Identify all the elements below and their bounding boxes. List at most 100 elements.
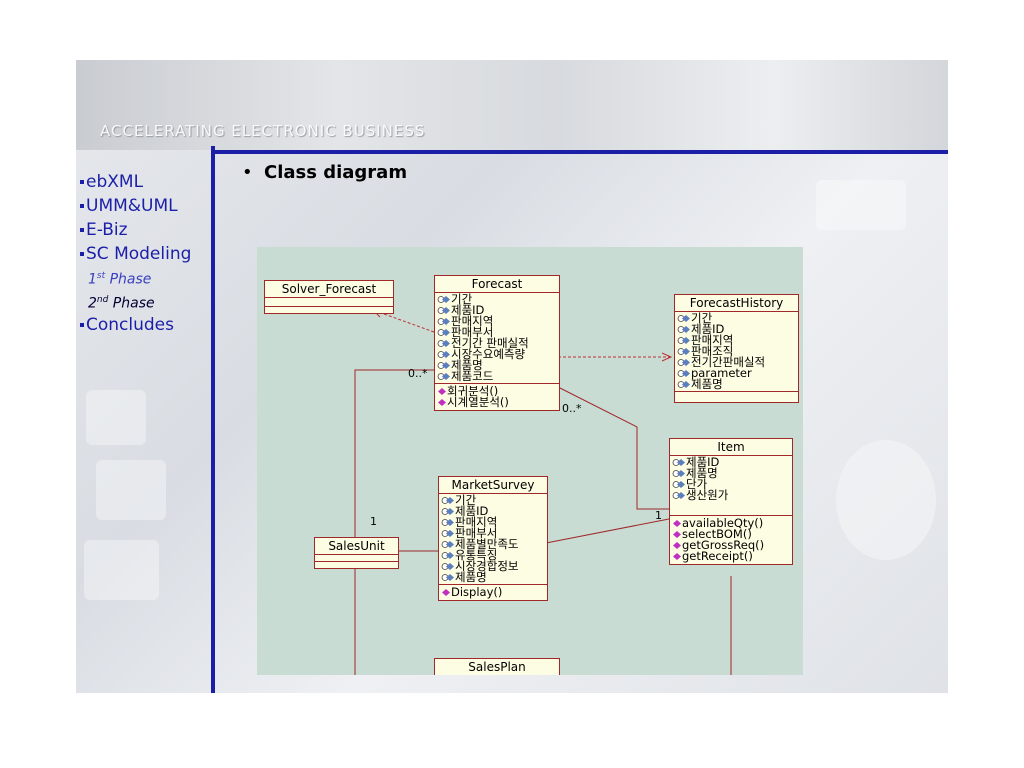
class-attribute-label: 생산원가: [686, 488, 729, 502]
class-attribute-label: parameter: [691, 366, 752, 380]
attribute-icon: [437, 318, 450, 325]
class-operation-label: getReceipt(): [682, 549, 753, 563]
class-attribute-label: 단가: [686, 477, 708, 491]
class-attribute-label: 유통특징: [455, 548, 498, 562]
attribute-icon: [677, 381, 690, 388]
mouse-decor: [836, 440, 936, 560]
class-attribute: 판매조직: [677, 344, 796, 358]
horizontal-rule: [212, 150, 948, 154]
side-nav: ebXML UMM&UML E-Biz SC Modeling 1st Phas…: [80, 170, 210, 337]
nav-sub-phase-2[interactable]: 2nd Phase: [88, 294, 155, 312]
keyboard-key-decor: [86, 390, 146, 445]
class-attribute-label: 제품코드: [451, 369, 494, 383]
class-attribute: 기간: [441, 493, 545, 507]
class-attribute-label: 시장수요예측량: [451, 347, 526, 361]
nav-item-ebxml[interactable]: ebXML: [80, 170, 210, 194]
class-name: SalesPlan: [435, 659, 559, 675]
class-attribute-label: 제품ID: [455, 504, 489, 518]
attribute-icon: [437, 340, 450, 347]
class-ops-empty: [675, 392, 798, 402]
slide: ACCELERATING ELECTRONIC BUSINESS ebXML U…: [76, 60, 948, 693]
multiplicity-label: 0..*: [562, 402, 582, 415]
association-forecast-item: [557, 386, 669, 510]
attribute-icon: [677, 315, 690, 322]
attribute-icon: [441, 497, 454, 504]
attribute-icon: [437, 373, 450, 380]
nav-item-concludes[interactable]: Concludes: [80, 313, 210, 337]
class-attribute: 전기간판매실적: [677, 356, 796, 368]
nav-item-sc-modeling[interactable]: SC Modeling: [80, 242, 210, 266]
class-attribute-label: 제품ID: [686, 455, 720, 469]
attribute-icon: [441, 574, 454, 581]
class-attribute: 제품ID: [677, 323, 796, 335]
class-name: SalesUnit: [315, 538, 398, 555]
operation-icon: [673, 520, 681, 527]
class-name: MarketSurvey: [439, 477, 547, 494]
class-operations: availableQty()selectBOM()getGrossReq()ge…: [670, 516, 792, 564]
class-attribute: 판매부서: [437, 326, 557, 338]
class-attribute-label: 기간: [691, 311, 713, 325]
class-attribute-label: 제품명: [451, 358, 483, 372]
class-attribute: 단가: [672, 477, 790, 491]
class-attribute: 판매지역: [677, 333, 796, 347]
attribute-icon: [441, 541, 454, 548]
operation-icon: [442, 589, 450, 596]
class-attribute-label: 제품별만족도: [455, 537, 519, 551]
class-operation: 회귀분석(): [437, 384, 557, 398]
nav-item-ebiz[interactable]: E-Biz: [80, 218, 210, 242]
class-attribute-label: 기간: [455, 493, 477, 507]
class-attribute: 전기간 판매실적: [437, 336, 557, 350]
class-attribute: parameter: [677, 366, 796, 380]
class-sales-plan[interactable]: SalesPlan: [434, 658, 560, 675]
multiplicity-label: 1: [370, 515, 377, 528]
class-attribute: 제품명: [677, 377, 796, 391]
association-lines: [354, 308, 732, 675]
attribute-icon: [437, 329, 450, 336]
attribute-icon: [672, 481, 685, 488]
class-attribute: 제품명: [437, 358, 557, 372]
class-attribute: 제품명: [441, 571, 545, 583]
class-attribute-label: 제품명: [691, 377, 723, 391]
class-solver-forecast[interactable]: Solver_Forecast: [264, 280, 394, 314]
class-attrs-empty: [315, 555, 398, 562]
slide-heading: •Class diagram: [242, 162, 408, 183]
attribute-icon: [672, 470, 685, 477]
class-attribute: 기간: [437, 293, 557, 305]
class-operation-label: selectBOM(): [682, 527, 752, 541]
attribute-icon: [441, 563, 454, 570]
class-attribute-label: 판매지역: [451, 314, 494, 328]
operation-icon: [438, 399, 446, 406]
class-attribute-label: 시장경합정보: [455, 559, 519, 573]
multiplicity-label: 0..*: [408, 367, 428, 380]
attribute-icon: [677, 370, 690, 377]
class-sales-unit[interactable]: SalesUnit: [314, 537, 399, 569]
nav-sub-phase-1[interactable]: 1st Phase: [88, 271, 152, 288]
class-attribute-label: 전기간 판매실적: [451, 336, 529, 350]
class-attribute-label: 판매지역: [691, 333, 734, 347]
class-operations: Display(): [439, 585, 547, 600]
class-ops-empty: [265, 307, 393, 313]
class-attribute: 판매지역: [441, 515, 545, 529]
association-forecast-salesunit: [354, 369, 434, 675]
class-operation: selectBOM(): [672, 527, 790, 541]
class-attribute: 제품별만족도: [441, 537, 545, 551]
class-attribute: 제품ID: [441, 504, 545, 518]
operation-icon: [673, 542, 681, 549]
class-operation-label: 시계열분석(): [447, 395, 509, 409]
class-attribute-label: 판매조직: [691, 344, 734, 358]
class-attribute: 시장수요예측량: [437, 347, 557, 361]
class-attribute: 생산원가: [672, 488, 790, 502]
bullet-square-icon: [80, 180, 84, 184]
operation-icon: [673, 531, 681, 538]
nav-item-umm-uml[interactable]: UMM&UML: [80, 194, 210, 218]
class-attribute-label: 판매지역: [455, 515, 498, 529]
class-name: Item: [670, 439, 792, 456]
class-attribute-label: 제품ID: [451, 303, 485, 317]
class-operation-label: 회귀분석(): [447, 384, 499, 398]
banner: ACCELERATING ELECTRONIC BUSINESS: [76, 60, 948, 150]
